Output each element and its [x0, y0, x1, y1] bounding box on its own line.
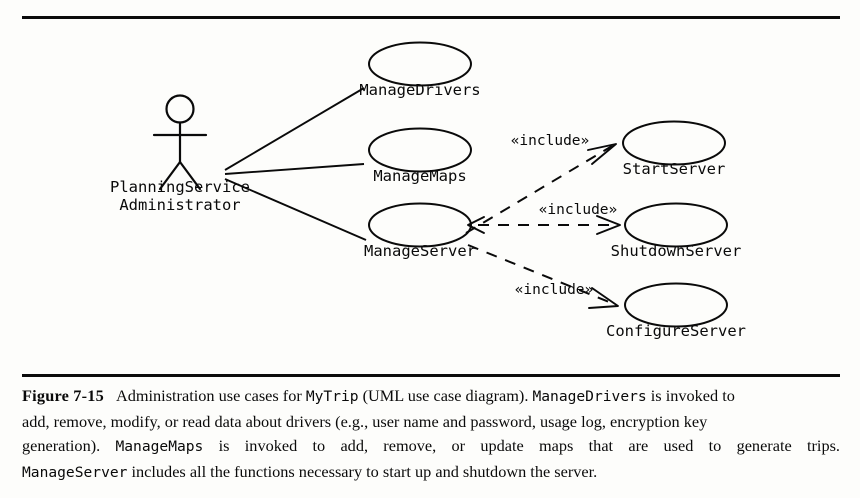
use-case-label: ConfigureServer [606, 322, 746, 340]
use-case-label: ManageMaps [373, 167, 466, 185]
include-relation-configure-server: «include» [467, 244, 619, 309]
caption-mono-mytrip: MyTrip [305, 388, 359, 405]
figure-top-rule [22, 16, 840, 19]
include-stereotype-label: «include» [515, 282, 594, 298]
actor-label-line2: Administrator [119, 196, 240, 214]
use-case-ellipse [624, 282, 728, 328]
include-stereotype-label: «include» [539, 202, 618, 218]
include-arrowhead-reverse-icon [467, 216, 485, 234]
use-case-ellipse [622, 120, 726, 166]
caption-line4-part2: includes all the functions necessary to … [127, 461, 598, 481]
actor-planning-service-administrator: PlanningService Administrator [110, 94, 250, 214]
include-stereotype-label: «include» [511, 133, 590, 149]
use-case-ellipse [368, 127, 472, 173]
include-dashed-line [467, 244, 615, 305]
include-relation-shutdown-server: «include» [467, 202, 621, 235]
use-case-manage-maps: ManageMaps [368, 127, 472, 185]
association-to-manage-server [224, 178, 367, 241]
use-case-start-server: StartServer [622, 120, 726, 178]
include-arrowhead-icon [596, 215, 621, 235]
association-lines [224, 87, 367, 241]
caption-line-2: add, remove, modify, or read data about … [22, 411, 708, 431]
caption-line3-part1: generation). [22, 436, 116, 455]
caption-line3-part2: is invoked to add, remove, or update map… [203, 436, 840, 455]
use-case-diagram: PlanningService Administrator ManageDriv… [110, 41, 746, 340]
actor-leg-left-icon [158, 160, 182, 191]
include-arrowhead-icon [587, 143, 617, 165]
caption-mono-managedrivers: ManageDrivers [532, 388, 647, 405]
caption-mono-managemaps: ManageMaps [115, 438, 204, 455]
actor-head-icon [165, 94, 195, 124]
use-case-label: StartServer [623, 160, 726, 178]
caption-line-4: ManageServer includes all the functions … [22, 460, 840, 486]
caption-line-3: generation). ManageMaps is invoked to ad… [22, 434, 840, 460]
association-to-manage-drivers [224, 87, 365, 171]
actor-leg-right-icon [178, 160, 202, 191]
use-case-label: ManageServer [364, 242, 476, 260]
use-case-label: ManageDrivers [359, 81, 480, 99]
use-case-ellipse [368, 41, 472, 87]
use-case-ellipse [624, 202, 728, 248]
figure-bottom-rule [22, 374, 840, 377]
use-case-label: ShutdownServer [611, 242, 742, 260]
use-case-configure-server: ConfigureServer [606, 282, 746, 340]
use-case-manage-drivers: ManageDrivers [359, 41, 481, 99]
include-dashed-line [465, 145, 613, 234]
caption-mono-manageserver: ManageServer [22, 463, 128, 481]
caption-after-managedrivers: is invoked to [646, 386, 735, 405]
caption-after-mytrip: (UML use case diagram). [358, 386, 533, 405]
use-case-manage-server: ManageServer [364, 202, 476, 260]
caption-lead-text: Administration use cases for [115, 386, 306, 405]
include-arrowhead-icon [588, 287, 619, 309]
use-case-ellipse [368, 202, 472, 248]
use-case-shutdown-server: ShutdownServer [611, 202, 742, 260]
actor-label-line1: PlanningService [110, 178, 250, 196]
include-relation-start-server: «include» [465, 133, 617, 234]
association-to-manage-maps [224, 163, 365, 175]
figure-number: Figure 7-15 [22, 386, 104, 405]
